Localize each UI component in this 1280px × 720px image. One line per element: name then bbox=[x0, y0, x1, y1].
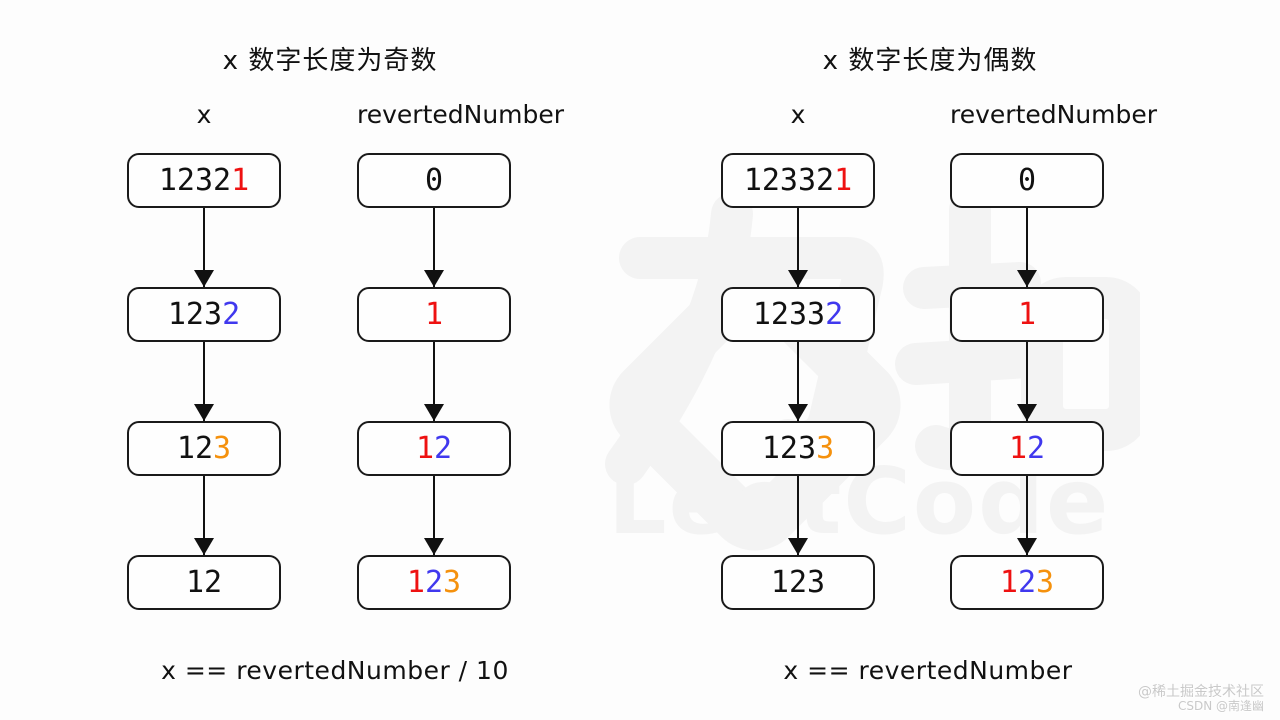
digit-segment: 1233 bbox=[752, 296, 826, 332]
panel-title-even-length: x 数字长度为偶数 bbox=[822, 46, 1038, 76]
digit-segment: 1232 bbox=[158, 162, 232, 198]
flow-arrow-down bbox=[202, 342, 206, 421]
digit-segment: 1 bbox=[231, 162, 250, 198]
digit-segment: 3 bbox=[443, 564, 462, 600]
flow-arrow-down bbox=[796, 342, 800, 421]
flow-arrow-down bbox=[1025, 476, 1029, 555]
digit-segment: 2 bbox=[1027, 430, 1046, 466]
digit-segment: 2 bbox=[1017, 564, 1037, 600]
credit-line-csdn: CSDN @南逢幽 bbox=[1177, 699, 1264, 714]
digit-segment: 2 bbox=[424, 564, 444, 600]
value-box: 1 bbox=[950, 287, 1104, 342]
digit-segment: 12332 bbox=[743, 162, 835, 198]
value-box: 123 bbox=[721, 555, 875, 610]
equation-even-length: x == revertedNumber bbox=[783, 656, 1073, 685]
digit-segment: 1 bbox=[424, 296, 444, 332]
digit-segment: 12 bbox=[185, 564, 223, 600]
credit-watermark: @稀土掘金技术社区 CSDN @南逢幽 bbox=[1138, 684, 1264, 714]
digit-segment: 3 bbox=[1036, 564, 1055, 600]
digit-segment: 0 bbox=[424, 162, 444, 198]
flow-arrow-down bbox=[202, 208, 206, 287]
digit-segment: 2 bbox=[825, 296, 844, 332]
digit-segment: 123 bbox=[761, 430, 817, 466]
digit-segment: 123 bbox=[167, 296, 223, 332]
flow-arrow-down bbox=[432, 476, 436, 555]
value-box: 0 bbox=[950, 153, 1104, 208]
value-box: 1 bbox=[357, 287, 511, 342]
flow-arrow-down bbox=[432, 342, 436, 421]
flow-arrow-down bbox=[202, 476, 206, 555]
digit-segment: 1 bbox=[1017, 296, 1037, 332]
digit-segment: 1 bbox=[1008, 430, 1027, 466]
digit-segment: 123 bbox=[770, 564, 826, 600]
flow-arrow-down bbox=[1025, 208, 1029, 287]
digit-segment: 1 bbox=[406, 564, 425, 600]
digit-segment: 2 bbox=[222, 296, 241, 332]
flow-arrow-down bbox=[796, 208, 800, 287]
digit-segment: 2 bbox=[434, 430, 453, 466]
digit-segment: 3 bbox=[213, 430, 232, 466]
column-header-revertednumber-even: revertedNumber bbox=[950, 100, 1158, 129]
digit-segment: 12 bbox=[176, 430, 214, 466]
flow-arrow-down bbox=[432, 208, 436, 287]
digit-segment: 0 bbox=[1017, 162, 1037, 198]
digit-segment: 3 bbox=[816, 430, 835, 466]
column-header-x-even: x bbox=[790, 100, 806, 129]
digit-segment: 1 bbox=[834, 162, 853, 198]
panel-title-odd-length: x 数字长度为奇数 bbox=[222, 46, 438, 76]
equation-odd-length: x == revertedNumber / 10 bbox=[161, 656, 509, 685]
value-box: 12 bbox=[127, 555, 281, 610]
flow-arrow-down bbox=[796, 476, 800, 555]
column-header-revertednumber-odd: revertedNumber bbox=[357, 100, 565, 129]
column-header-x-odd: x bbox=[196, 100, 212, 129]
digit-segment: 1 bbox=[999, 564, 1018, 600]
value-box: 0 bbox=[357, 153, 511, 208]
credit-line-juejin: @稀土掘金技术社区 bbox=[1138, 684, 1264, 701]
digit-segment: 1 bbox=[415, 430, 434, 466]
flow-arrow-down bbox=[1025, 342, 1029, 421]
